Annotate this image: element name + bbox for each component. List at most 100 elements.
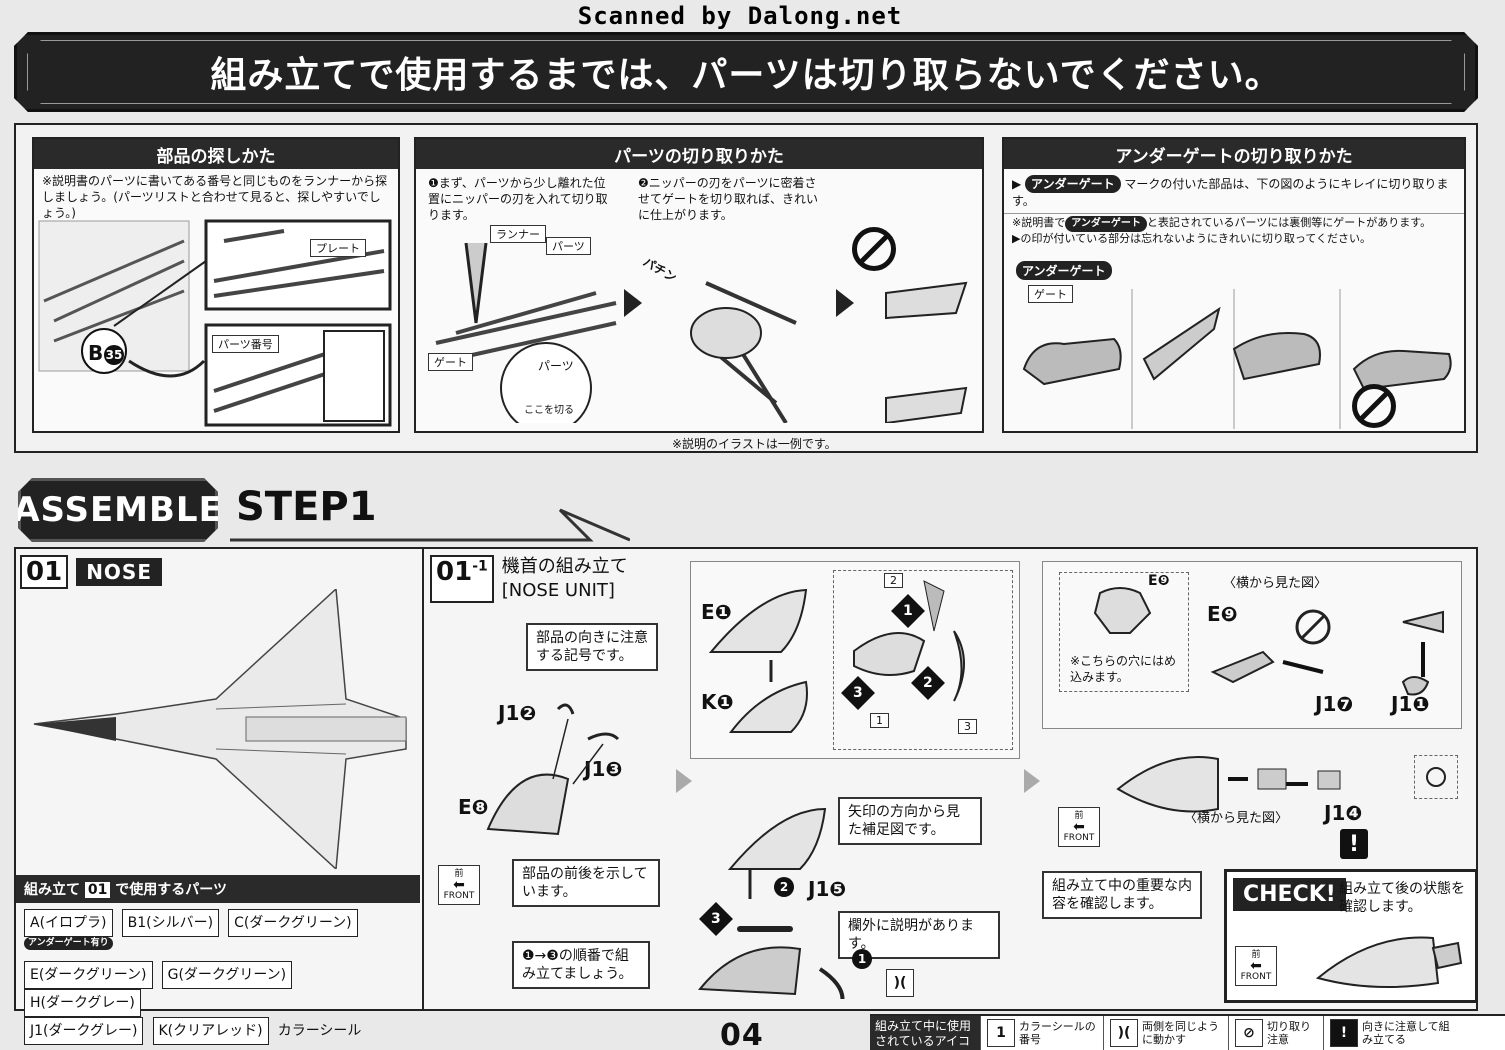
legend-cut-text: 切り取り注意 [1267, 1020, 1311, 1046]
nose-part-illustration [486, 703, 620, 836]
finding-parts-panel: 部品の探しかた ※説明書のパーツに書いてある番号と同じものをランナーから探しまし… [32, 137, 400, 433]
nipper-illustration [435, 242, 968, 423]
hole-detail-illustration [1093, 587, 1152, 634]
label-parts: パーツ [546, 237, 591, 255]
legend-caution-icon: ! [1330, 1019, 1358, 1047]
label-plate: プレート [310, 239, 366, 257]
step-circle-1: 1 [852, 949, 872, 969]
detail-box-e1: E❶ K❶ 1 2 3 2 1 3 [690, 561, 1020, 759]
label-gate-ug: ゲート [1028, 285, 1073, 303]
flow-arrow-2 [1024, 769, 1040, 793]
cutting-parts-panel: パーツの切り取りかた ❶まず、パーツから少し離れた位置にニッパーの刃を入れて切り… [414, 137, 984, 433]
label-j1-7: J1❼ [1315, 692, 1354, 716]
section-01: 01 NOSE 組み立て 01 で使用するパーツ A(イロプラ) B1(シルバー… [16, 549, 424, 1045]
undergate-line1: ▶ アンダーゲート マークの付いた部品は、下の図のようにキレイに切り取ります。 [1012, 175, 1449, 208]
section-01-number: 01 [20, 555, 69, 589]
part-chip-h: H(ダークグレー) [24, 989, 141, 1017]
front-icon-2: 前 ⬅ FRONT [1058, 807, 1100, 847]
legend-seal-icon: 1 [987, 1019, 1015, 1047]
label-e9b: E❾ [1207, 602, 1238, 626]
step-circle-2: 2 [774, 877, 794, 897]
part-chip-a: A(イロプラ) [24, 909, 113, 937]
undergate-prohibited-icon [1352, 384, 1396, 428]
label-j1-5: J1❺ [808, 877, 847, 901]
section-01-1-number: 01-1 [430, 555, 494, 603]
undergate-note-badge: アンダーゲート有り [24, 937, 113, 950]
part-chip-c: C(ダークグリーン) [228, 909, 358, 937]
auxiliary-view: 1 2 3 2 1 3 [833, 570, 1013, 750]
part-chip-e: E(ダークグリーン) [24, 961, 153, 989]
section-01-1-num: 01 [436, 557, 473, 587]
label-e9: E❾ [1148, 573, 1170, 589]
cutting-parts-title: パーツの切り取りかた [416, 139, 982, 169]
finding-parts-text: ※説明書のパーツに書いてある番号と同じものをランナーから探しましょう。(パーツリ… [42, 174, 388, 220]
scan-credit: Scanned by Dalong.net [577, 2, 903, 30]
check-badge: CHECK! [1233, 878, 1346, 911]
label-parts-zoom: パーツ [538, 359, 574, 373]
front-en-3: FRONT [1240, 972, 1272, 982]
note-important: 組み立て中の重要な内容を確認します。 [1042, 871, 1202, 919]
seal-number-1: 1 [870, 713, 889, 728]
arrow-step1-to-2 [624, 289, 642, 317]
assembly-area: 01 NOSE 組み立て 01 で使用するパーツ A(イロプラ) B1(シルバー… [14, 547, 1478, 1045]
parts-head-num: 01 [84, 882, 111, 898]
front-en: FRONT [443, 891, 475, 901]
seal-number-3: 3 [958, 719, 977, 734]
front-kanji-2: 前 [1074, 811, 1084, 821]
parts-list: 組み立て 01 で使用するパーツ A(イロプラ) B1(シルバー) C(ダークグ… [16, 875, 420, 1050]
illustration-footnote: ※説明のイラストは一例です。 [672, 437, 837, 451]
check-box: CHECK! 組み立て後の状態を確認します。 前 ⬅ FRONT [1224, 869, 1478, 1003]
detail-box-e9: E❾ ※こちらの穴にはめ込みます。 〈横から見た図〉 E❾ J1❼ J1❶ [1042, 561, 1462, 729]
undergate-note-post: と表記されているパーツには裏側等にゲートがあります。 [1146, 216, 1432, 229]
undergate-note2: ▶の印が付いている部分は忘れないようにきれいに切り取ってください。 [1012, 232, 1372, 245]
label-j1-4: J1❹ [1324, 801, 1363, 825]
legend-seal-text: カラーシールの番号 [1019, 1020, 1096, 1046]
undergate-note: ※説明書でアンダーゲートと表記されているパーツには裏側等にゲートがあります。 ▶… [1004, 213, 1464, 250]
label-j1-2: J1❷ [498, 701, 537, 725]
step-label: STEP1 [236, 484, 377, 530]
note-arrow-view: 矢印の方向から見た補足図です。 [838, 797, 982, 845]
legend-item-both: )( 両側を同じように動かす [1103, 1016, 1228, 1050]
side-view-label-2: 〈横から見た図〉 [1184, 811, 1289, 826]
arrow-step2-to-3 [836, 289, 854, 317]
small-detail [1414, 755, 1458, 799]
side-view-label: 〈横から見た図〉 [1223, 576, 1328, 591]
part-chip-b1: B1(シルバー) [121, 909, 220, 937]
part-chip-j1: J1(ダークグレー) [24, 1017, 144, 1045]
color-seal-label: カラーシール [277, 1023, 362, 1039]
legend-both-text: 両側を同じように動かす [1142, 1020, 1219, 1046]
icon-legend: 組み立て中に使用されているアイコン 1 カラーシールの番号 )( 両側を同じよう… [870, 1014, 1505, 1050]
label-k1: K❶ [701, 690, 734, 714]
undergate-badge-inline: アンダーゲート [1065, 216, 1147, 232]
assembly-main-illustration [698, 807, 845, 999]
label-j1-1: J1❶ [1391, 692, 1430, 716]
hole-note: ※こちらの穴にはめ込みます。 [1070, 654, 1177, 684]
part-chip-k: K(クリアレッド) [152, 1017, 269, 1045]
part-number-circle: 35 [104, 345, 124, 365]
hole-detail: E❾ ※こちらの穴にはめ込みます。 [1059, 572, 1189, 692]
front-en-2: FRONT [1063, 833, 1095, 843]
runner-illustration [38, 219, 392, 427]
finding-parts-title: 部品の探しかた [34, 139, 398, 169]
legend-both-icon: )( [1110, 1019, 1138, 1047]
section-01-1-title-en: [NOSE UNIT] [501, 580, 615, 601]
auxiliary-view-illustration [853, 580, 965, 702]
undergate-title: アンダーゲートの切り取りかた [1004, 139, 1464, 169]
check-illustration [1315, 936, 1463, 988]
section-01-1-sub: -1 [472, 558, 488, 575]
undergate-badge-diagram: アンダーゲート [1016, 261, 1112, 280]
legend-caution-text: 向きに注意して組み立てる [1362, 1020, 1450, 1046]
instructions-panel: 部品の探しかた ※説明書のパーツに書いてある番号と同じものをランナーから探しまし… [14, 123, 1478, 453]
check-text: 組み立て後の状態を確認します。 [1339, 881, 1465, 915]
banner-text: 組み立てで使用するまでは、パーツは切り取らないでください。 [210, 55, 1282, 96]
label-gate: ゲート [428, 353, 473, 371]
section-01-1: 01-1 機首の組み立て [NOSE UNIT] 部品の向きに注意する記号です。… [428, 549, 1478, 1009]
label-runner: ランナー [490, 225, 546, 243]
part-id: B [88, 341, 104, 365]
legend-item-caution: ! 向きに注意して組み立てる [1323, 1016, 1458, 1050]
warning-banner: 組み立てで使用するまでは、パーツは切り取らないでください。 [14, 32, 1478, 112]
part-chip-g: G(ダークグリーン) [161, 961, 293, 989]
undergate-panel: アンダーゲートの切り取りかた ▶ アンダーゲート マークの付いた部品は、下の図の… [1002, 137, 1466, 433]
move-both-sides-icon: )( [886, 969, 914, 997]
undergate-note-pre: ※説明書で [1012, 216, 1066, 229]
